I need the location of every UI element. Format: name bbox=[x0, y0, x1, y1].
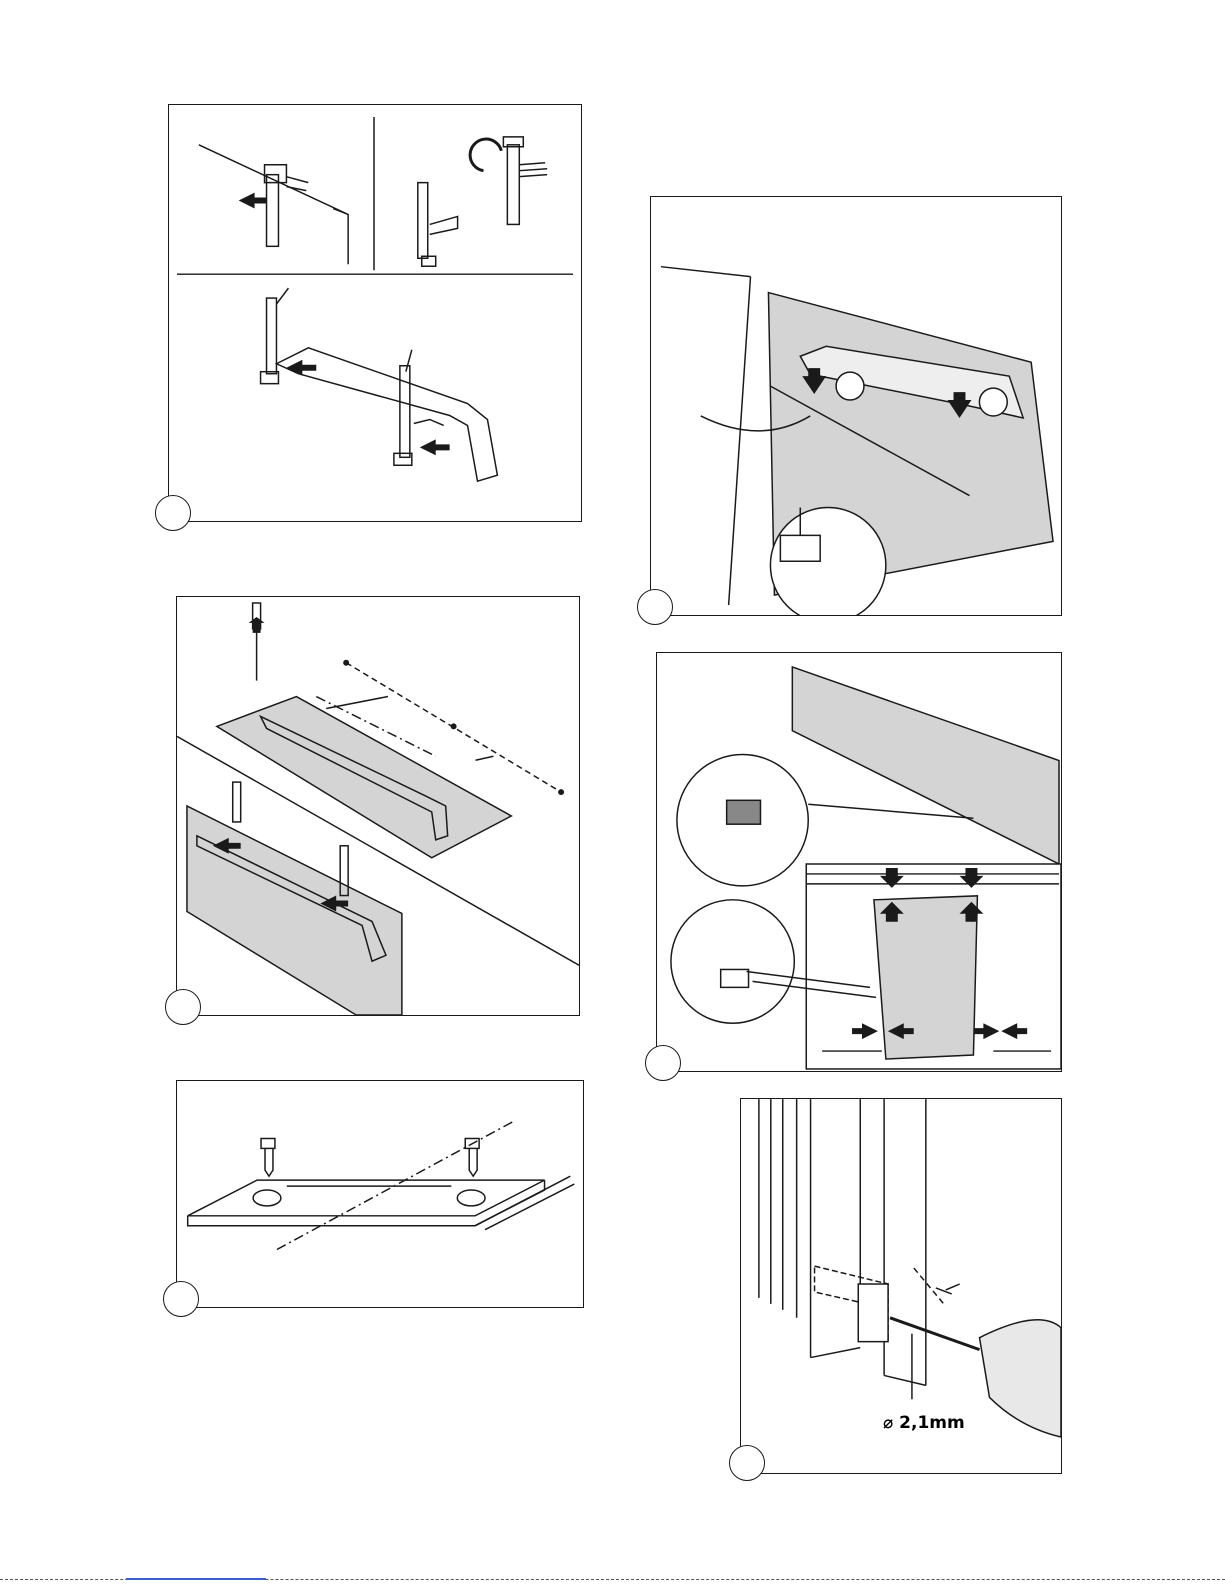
step-badge bbox=[645, 1045, 681, 1081]
figure-panel-screws-board bbox=[176, 1080, 584, 1308]
figure-panel-drill-bracket: ⌀ 2,1mm bbox=[740, 1098, 1062, 1474]
adjust-tighten-illustration bbox=[657, 653, 1061, 1071]
figure-panel-adjust-tighten bbox=[656, 652, 1062, 1072]
door-alignment-illustration bbox=[651, 197, 1061, 615]
drill-diameter-label: ⌀ 2,1mm bbox=[883, 1413, 965, 1433]
step-badge bbox=[163, 1281, 199, 1317]
figure-panel-door-alignment bbox=[650, 196, 1062, 616]
step-badge bbox=[165, 989, 201, 1025]
step-badge bbox=[729, 1445, 765, 1481]
step-badge bbox=[155, 495, 191, 531]
figure-panel-bracket-setup bbox=[168, 104, 582, 522]
step-badge bbox=[637, 589, 673, 625]
figure-panel-screw-bracket bbox=[176, 596, 580, 1016]
footer-link[interactable] bbox=[126, 1578, 266, 1580]
screw-bracket-illustration bbox=[177, 597, 579, 1015]
bracket-setup-illustration bbox=[169, 105, 581, 521]
screws-board-illustration bbox=[177, 1081, 583, 1307]
